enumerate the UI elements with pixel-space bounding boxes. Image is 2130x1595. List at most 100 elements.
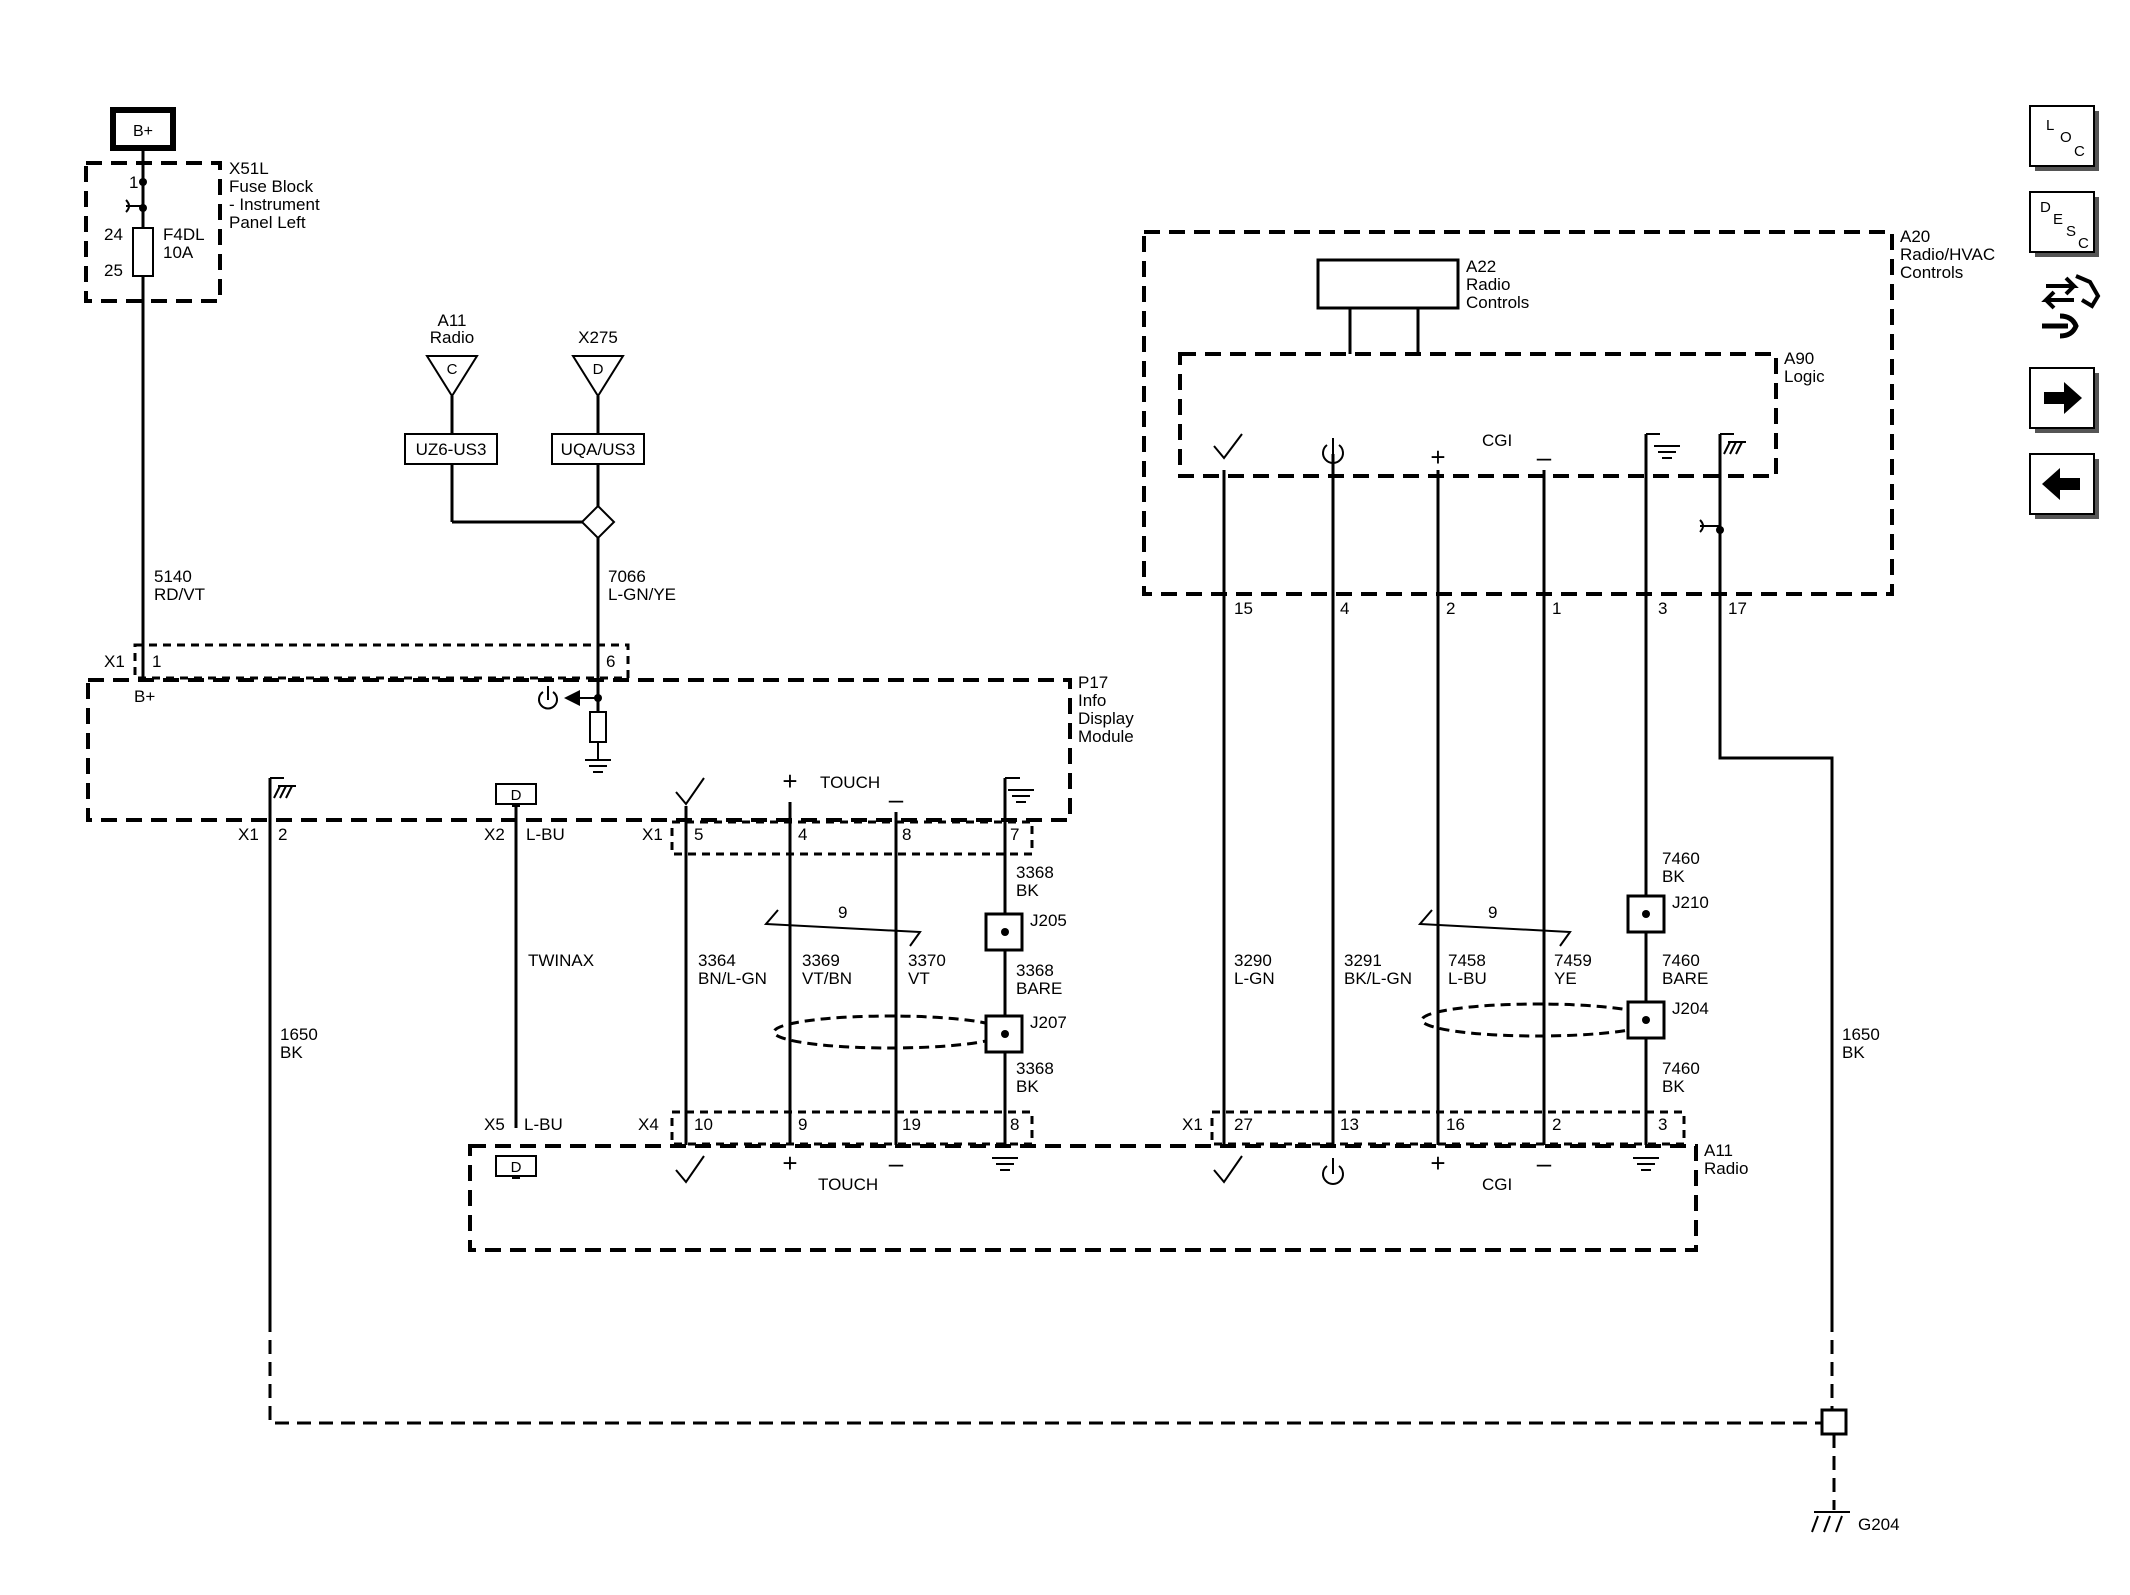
a11-pin-8: 8	[1010, 1115, 1019, 1134]
a20-plus-icon: +	[1430, 442, 1445, 472]
a11-signal-ground-icon-2	[1633, 1157, 1659, 1171]
p17-plus-icon: +	[782, 766, 797, 796]
fuse-rating: 10A	[163, 243, 194, 262]
a22-radio-controls	[1316, 258, 1460, 310]
a20-pin-2: 2	[1446, 599, 1455, 618]
a11-pin-3: 3	[1658, 1115, 1667, 1134]
p17-touch-label: TOUCH	[820, 773, 880, 792]
wire-3370-color: VT	[908, 969, 930, 988]
a90-id: A90	[1784, 349, 1814, 368]
a11-wakeup-icon	[1322, 1158, 1344, 1185]
a11-radio: X5 L-BU X4 10 9 19 8 X1 27 13 16 2 3 A11…	[468, 1110, 1748, 1252]
wire-7460a-num: 7460	[1662, 849, 1700, 868]
ground-g204-label: G204	[1858, 1515, 1900, 1534]
wire-1650a-color: BK	[280, 1043, 303, 1062]
wire-7460a-color: BK	[1662, 867, 1685, 886]
fuse-block-desc-3: Panel Left	[229, 213, 306, 232]
a11-pin-2: 2	[1552, 1115, 1561, 1134]
p17-pin-5: 5	[694, 825, 703, 844]
desc-letter-e: E	[2053, 211, 2063, 228]
a11-cgi-plus-icon: +	[1430, 1148, 1445, 1178]
wire-7459-num: 7459	[1554, 951, 1592, 970]
wire-7458-color: L-BU	[1448, 969, 1487, 988]
wire-3368b-color: BARE	[1016, 979, 1062, 998]
a22-line1: Radio	[1466, 275, 1510, 294]
wire-3369-color: VT/BN	[802, 969, 852, 988]
splice-j204-label: J204	[1672, 999, 1709, 1018]
p17-bplus-label: B+	[134, 687, 155, 706]
p17-id: P17	[1078, 673, 1108, 692]
battery-power-source: B+	[110, 107, 176, 182]
a11-line1: Radio	[1704, 1159, 1748, 1178]
wire-7458-num: 7458	[1448, 951, 1486, 970]
a11-conn-x4: X4	[638, 1115, 659, 1134]
loc-button[interactable]: L O C	[2029, 105, 2099, 171]
power-label: B+	[133, 123, 153, 140]
wrench-icon	[2042, 313, 2079, 339]
a11-conn-x5: X5	[484, 1115, 505, 1134]
wire-1650a-num: 1650	[280, 1025, 318, 1044]
connector-service-button[interactable]	[2041, 274, 2101, 339]
a11-pin-10: 10	[694, 1115, 713, 1134]
arrow-left-icon	[2042, 468, 2080, 500]
twist-left-count: 9	[838, 903, 847, 922]
wire-3368c-num: 3368	[1016, 1059, 1054, 1078]
a22-id: A22	[1466, 257, 1496, 276]
p17-video-d: D	[511, 787, 522, 804]
a20-signal-ground-icon	[1646, 433, 1680, 459]
shield-left	[772, 1014, 1008, 1050]
wire-1650b-num: 1650	[1842, 1025, 1880, 1044]
wire-3368b-num: 3368	[1016, 961, 1054, 980]
a11-signal-ground-icon-1	[992, 1157, 1018, 1171]
a22-line2: Controls	[1466, 293, 1529, 312]
fuse-block-desc-1: Fuse Block	[229, 177, 314, 196]
a20-chassis-ground-icon	[1720, 433, 1746, 455]
p17-check-icon	[675, 777, 705, 806]
a11-id: A11	[1704, 1141, 1733, 1160]
ref-x275: X275 D UQA/US3	[551, 328, 645, 700]
twist-right-count: 9	[1488, 903, 1497, 922]
splice-j210-label: J210	[1672, 893, 1709, 912]
wire-junction-diamond	[580, 504, 616, 540]
wire-7460b-color: BARE	[1662, 969, 1708, 988]
wire-7066-color: L-GN/YE	[608, 585, 676, 604]
desc-letter-d: D	[2040, 199, 2051, 216]
a20-line1: Radio/HVAC	[1900, 245, 1995, 264]
a20-line2: Controls	[1900, 263, 1963, 282]
ref-a11-desc: Radio	[430, 328, 474, 347]
wire-3368a-num: 3368	[1016, 863, 1054, 882]
wire-3291-color: BK/L-GN	[1344, 969, 1412, 988]
a20-pin-3: 3	[1658, 599, 1667, 618]
p17-line2: Display	[1078, 709, 1134, 728]
p17-pin-8: 8	[902, 825, 911, 844]
next-button[interactable]	[2029, 367, 2099, 433]
p17-chassis-ground-icon	[270, 777, 296, 799]
a11-pin-13: 13	[1340, 1115, 1359, 1134]
loc-letter-o: O	[2060, 129, 2072, 146]
x5-wire-color: L-BU	[524, 1115, 563, 1134]
a20-id: A20	[1900, 227, 1930, 246]
ground-splice	[1820, 1408, 1848, 1436]
a90-line1: Logic	[1784, 367, 1825, 386]
arrow-right-icon	[2044, 382, 2082, 414]
ref-a11-letter: C	[447, 361, 458, 378]
wire-5140-num: 5140	[154, 567, 192, 586]
a11-pin-16: 16	[1446, 1115, 1465, 1134]
desc-button[interactable]: D E S C	[2029, 191, 2099, 257]
splice-j205-label: J205	[1030, 911, 1067, 930]
p17-pin-7: 7	[1010, 825, 1019, 844]
p17-wakeup-icon	[538, 686, 558, 710]
twinax-label: TWINAX	[528, 951, 594, 970]
p17-conn-x1-bot: X1	[238, 825, 259, 844]
ref-x275-name: X275	[578, 328, 618, 347]
wire-7460b-num: 7460	[1662, 951, 1700, 970]
ref-x275-letter: D	[593, 361, 604, 378]
wire-3290-num: 3290	[1234, 951, 1272, 970]
ground-g204: G204	[1811, 1408, 1900, 1534]
wire-7459-color: YE	[1554, 969, 1577, 988]
a11-cgi-label: CGI	[1482, 1175, 1512, 1194]
previous-button[interactable]	[2029, 453, 2099, 519]
fuse-pin-1: 1	[129, 173, 138, 192]
a20-cgi-label: CGI	[1482, 431, 1512, 450]
fuse-block-x51l: X51L Fuse Block - Instrument Panel Left …	[84, 159, 320, 680]
